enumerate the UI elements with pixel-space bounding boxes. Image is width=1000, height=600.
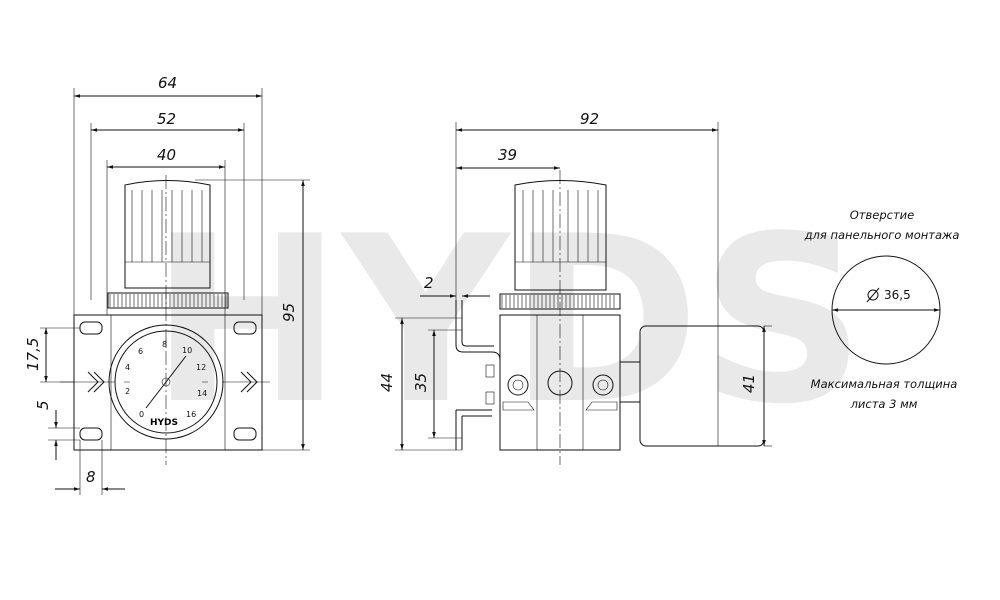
dim-slot-5: 5 [34,400,52,410]
front-knob [124,180,211,289]
front-lock-ring [107,292,229,309]
dim-depth-92: 92 [580,110,599,128]
dim-width-64: 64 [158,74,177,92]
note-bottom-line2: листа 3 мм [850,397,918,411]
front-body [60,314,270,451]
dim-bracket-2: 2 [424,274,434,292]
side-knob [514,180,607,291]
dim-height-95: 95 [280,303,298,322]
gauge-scale-16: 16 [186,410,196,419]
dim-gauge-41: 41 [740,374,758,393]
gauge-scale-8: 8 [162,340,167,349]
gauge-scale-2: 2 [125,387,130,396]
panel-hole-diameter: 36,5 [884,288,911,302]
gauge-scale-12: 12 [196,363,206,372]
note-title-line2: для панельного монтажа [804,228,960,242]
side-bracket [455,300,501,450]
dim-width-52: 52 [157,110,176,128]
diameter-icon [866,287,880,303]
note-title-line1: Отверстие [850,208,914,222]
dim-slot-8: 8 [86,468,96,486]
dim-height-44: 44 [378,373,396,392]
note-bottom-line1: Максимальная толщина [811,377,958,391]
dim-height-35: 35 [412,373,430,392]
side-view: 92 39 2 44 35 41 [378,110,772,465]
dim-offset-17-5: 17,5 [24,338,42,371]
side-dimensions: 92 39 2 44 35 41 [378,110,772,451]
dim-width-40: 40 [157,146,176,164]
front-dimensions: 64 52 40 95 17,5 5 [24,74,310,495]
panel-mounting-note: Отверстие для панельного монтажа 36,5 Ма… [804,208,960,411]
gauge-scale-0: 0 [139,410,144,419]
gauge-scale-4: 4 [125,363,130,372]
watermark-text: HYDS [150,188,866,455]
front-view: 0 2 4 6 8 10 12 14 16 HYDS 64 52 [24,74,310,495]
dim-depth-39: 39 [498,146,517,164]
gauge-scale-14: 14 [197,389,207,398]
gauge-brand-label: HYDS [150,418,178,428]
gauge-scale-10: 10 [182,346,192,355]
gauge-scale-6: 6 [138,347,143,356]
